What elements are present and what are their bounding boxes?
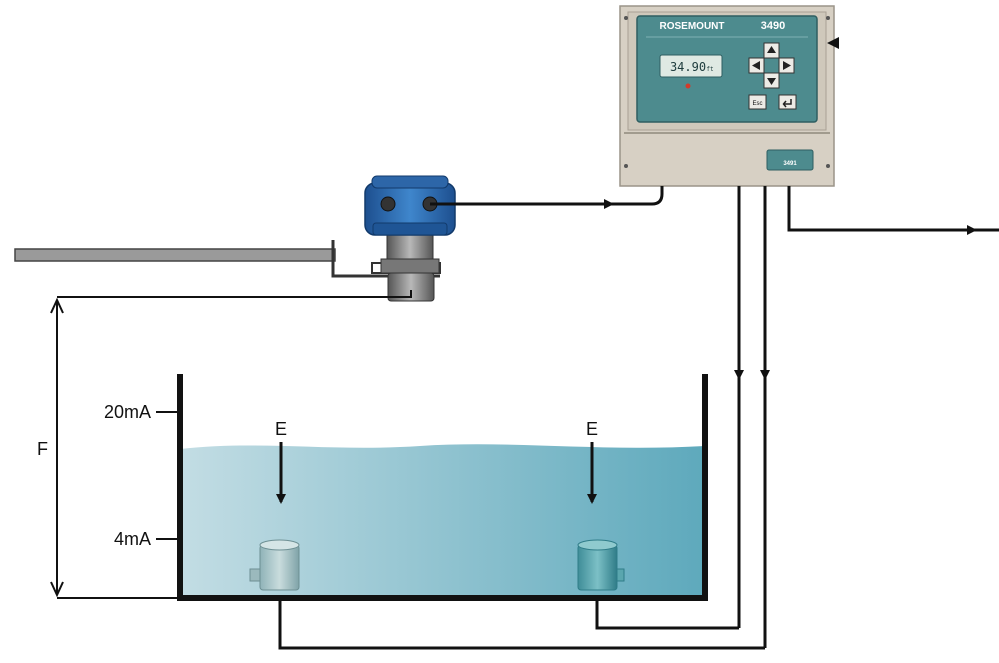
enter-icon bbox=[782, 99, 792, 108]
arrow-up-icon bbox=[767, 46, 776, 53]
mounting-bracket bbox=[14, 240, 441, 278]
tank bbox=[177, 374, 708, 601]
keypad: Esc bbox=[748, 42, 797, 110]
esc-button[interactable] bbox=[748, 94, 767, 110]
screw-icon bbox=[624, 164, 628, 168]
lcd-value: 34.90 bbox=[670, 60, 706, 74]
arrow-right-icon bbox=[783, 61, 791, 70]
screw-icon bbox=[826, 164, 830, 168]
probe-arrows bbox=[276, 442, 597, 504]
probe-left bbox=[249, 539, 300, 591]
label-4ma: 4mA bbox=[114, 529, 151, 549]
status-led-icon bbox=[685, 83, 691, 89]
lcd-display bbox=[659, 54, 723, 78]
controller-brand: ROSEMOUNT bbox=[660, 21, 725, 32]
controller-model: 3490 bbox=[761, 20, 785, 32]
controller-unit: ROSEMOUNT 3490 34.90 ft Esc 3491 bbox=[619, 5, 835, 187]
label-20ma: 20mA bbox=[104, 402, 151, 422]
ultrasonic-transmitter bbox=[364, 175, 456, 302]
lcd-unit: ft bbox=[706, 66, 714, 73]
arrow-down-icon bbox=[767, 78, 776, 85]
label-probe-right: E bbox=[586, 419, 598, 439]
pointer-arrow-icon bbox=[827, 37, 839, 49]
label-f: F bbox=[37, 439, 48, 459]
enter-button[interactable] bbox=[778, 94, 797, 110]
probe-right bbox=[577, 539, 625, 591]
screw-icon bbox=[826, 16, 830, 20]
label-probe-left: E bbox=[275, 419, 287, 439]
module-model: 3491 bbox=[783, 161, 797, 167]
wiring bbox=[278, 186, 999, 650]
arrow-left-icon bbox=[752, 61, 760, 70]
screw-icon bbox=[624, 16, 628, 20]
water bbox=[180, 444, 705, 598]
cable-gland-icon bbox=[380, 196, 396, 212]
esc-label: Esc bbox=[752, 101, 762, 107]
module-plate bbox=[766, 149, 814, 171]
dimension-f bbox=[50, 290, 412, 599]
